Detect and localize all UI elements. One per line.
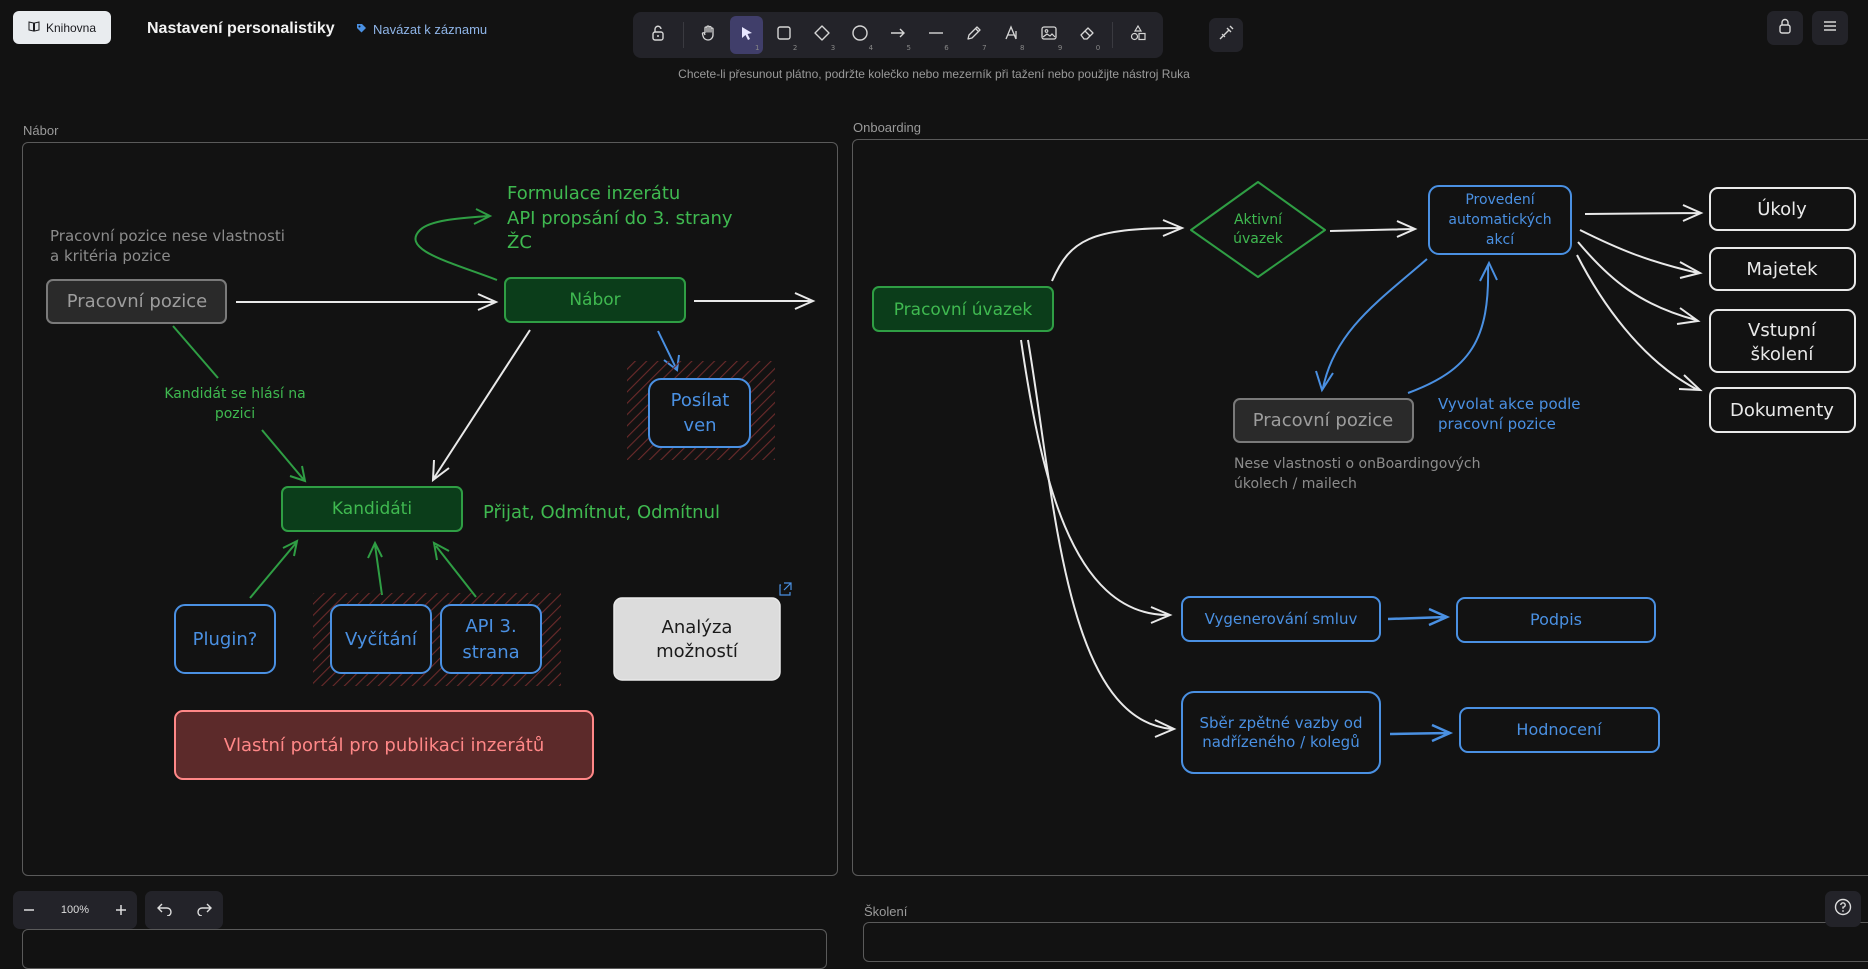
shortcut-label: 5	[906, 44, 911, 52]
image-icon	[1040, 24, 1058, 46]
ellipse-icon	[851, 24, 869, 46]
history-controls	[145, 891, 223, 929]
hand-tool[interactable]	[692, 16, 726, 54]
shortcut-label: 1	[755, 44, 760, 52]
frame-label-nabor[interactable]: Nábor	[23, 123, 59, 138]
shortcut-label: 4	[868, 44, 874, 52]
shortcut-label: 9	[1057, 44, 1063, 52]
line-tool[interactable]: 6	[919, 16, 953, 54]
more-tools-button[interactable]	[1121, 16, 1155, 54]
pencil-icon	[965, 24, 983, 46]
frame-skoleni[interactable]	[863, 922, 1868, 962]
toolbar-divider	[682, 22, 684, 48]
link-record-button[interactable]: Navázat k záznamu	[356, 22, 487, 37]
laser-pointer-icon	[1217, 24, 1235, 46]
shortcut-label: 0	[1095, 44, 1101, 52]
zoom-in-icon[interactable]	[115, 901, 127, 920]
toolbar: 1 2 3 4 5 6 7 8 9 0	[633, 12, 1163, 58]
toolbar-divider	[1112, 22, 1114, 48]
main-menu-button[interactable]	[1812, 11, 1848, 45]
hand-icon	[700, 24, 718, 46]
text-tool[interactable]: 8	[995, 16, 1029, 54]
eraser-tool[interactable]: 0	[1070, 16, 1104, 54]
text-icon	[1003, 24, 1021, 46]
shortcut-label: 3	[830, 44, 836, 52]
laser-pointer-button[interactable]	[1209, 18, 1243, 52]
frame-bottom-left[interactable]	[22, 929, 827, 969]
lock-icon	[1777, 18, 1793, 38]
image-tool[interactable]: 9	[1032, 16, 1066, 54]
undo-icon[interactable]	[156, 901, 173, 920]
selection-tool[interactable]: 1	[729, 16, 764, 54]
ellipse-tool[interactable]: 4	[843, 16, 877, 54]
frame-nabor[interactable]	[22, 142, 838, 876]
zoom-controls: 100%	[13, 891, 137, 929]
frame-label-onboarding[interactable]: Onboarding	[853, 120, 921, 135]
library-label: Knihovna	[45, 20, 97, 35]
zoom-out-icon[interactable]	[23, 901, 35, 920]
rectangle-icon	[776, 25, 792, 45]
line-icon	[927, 24, 945, 46]
shortcut-label: 6	[944, 44, 949, 52]
canvas-hint: Chcete-li přesunout plátno, podržte kole…	[678, 67, 1190, 81]
link-record-label: Navázat k záznamu	[373, 22, 488, 37]
eraser-icon	[1078, 24, 1096, 46]
frame-label-skoleni[interactable]: Školení	[864, 904, 908, 919]
document-title[interactable]: Nastavení personalistiky	[147, 20, 335, 37]
draw-tool[interactable]: 7	[957, 16, 991, 54]
shapes-icon	[1129, 24, 1147, 46]
frame-onboarding[interactable]	[852, 139, 1868, 876]
help-button[interactable]	[1825, 891, 1861, 927]
library-button[interactable]: Knihovna	[13, 11, 111, 44]
shortcut-label: 2	[792, 44, 798, 52]
shortcut-label: 7	[982, 44, 987, 52]
arrow-icon	[889, 24, 907, 46]
help-icon	[1834, 898, 1852, 920]
rectangle-tool[interactable]: 2	[767, 16, 801, 54]
diamond-icon	[813, 24, 831, 46]
book-icon	[28, 20, 40, 35]
pointer-icon	[739, 25, 755, 45]
shortcut-label: 8	[1020, 44, 1025, 52]
redo-icon[interactable]	[196, 901, 212, 920]
arrow-tool[interactable]: 5	[881, 16, 915, 54]
lock-tool[interactable]	[641, 16, 675, 54]
zoom-level[interactable]: 100%	[60, 904, 90, 916]
lock-button[interactable]	[1767, 11, 1803, 45]
hamburger-icon	[1822, 18, 1838, 38]
unlock-icon	[650, 25, 666, 45]
diamond-tool[interactable]: 3	[805, 16, 839, 54]
tag-icon	[356, 22, 367, 37]
